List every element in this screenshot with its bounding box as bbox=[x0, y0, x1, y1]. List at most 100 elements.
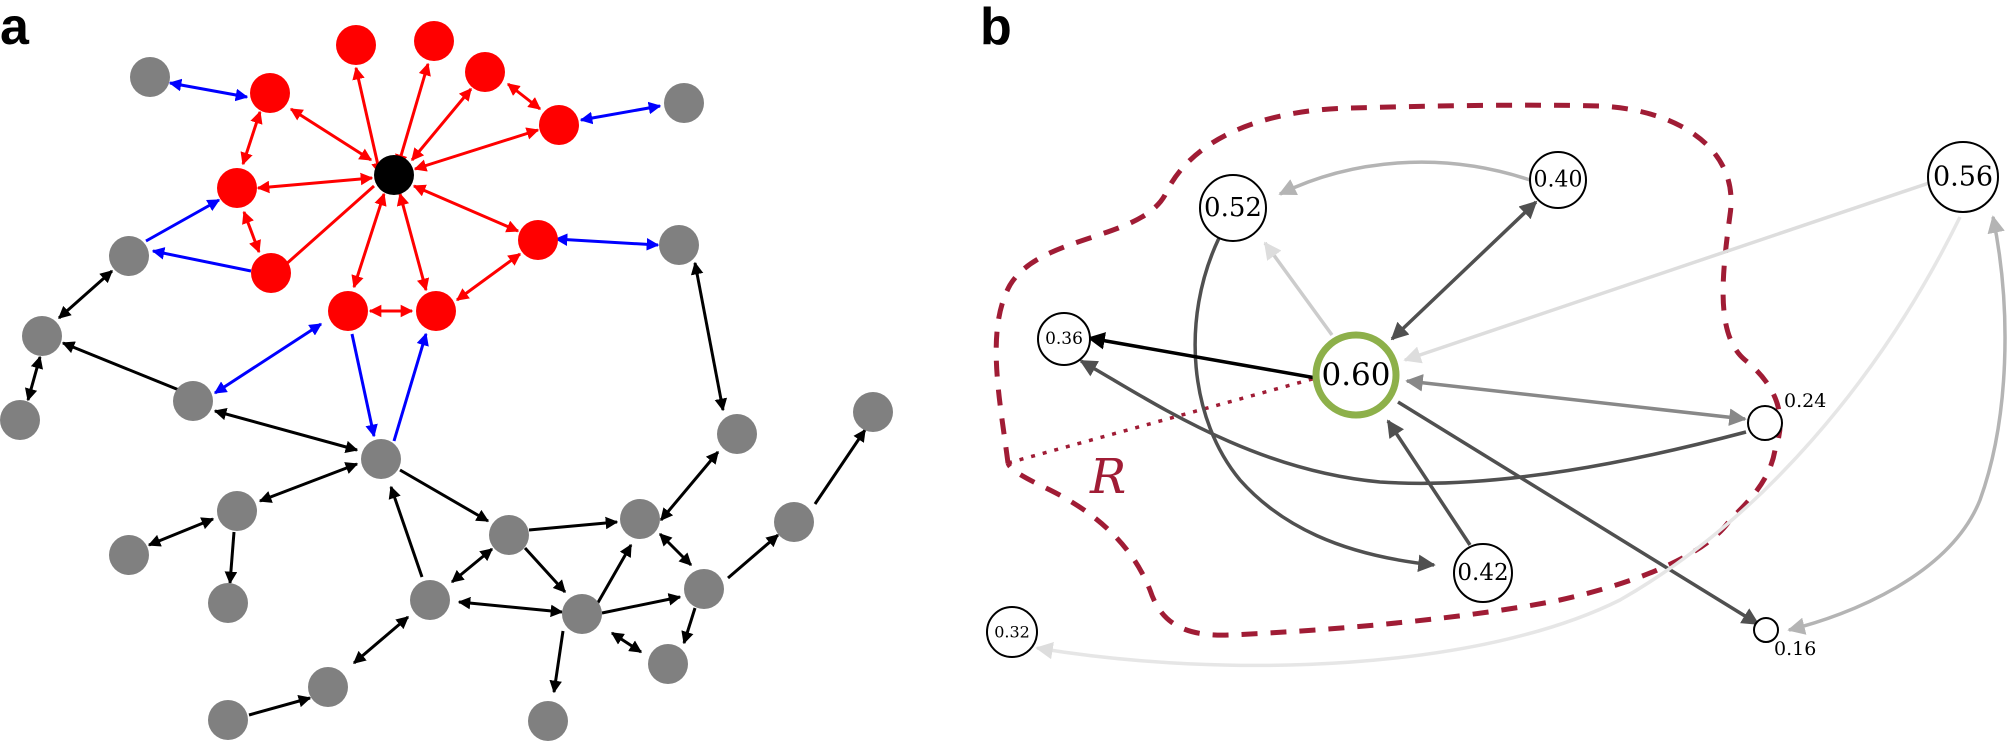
panel-a-label: a bbox=[0, 0, 30, 56]
panel-b-diagram: R 0.60 0.52 0.40 0.56 0.36 0.24 0.42 0.1… bbox=[986, 102, 2007, 668]
region-boundary bbox=[993, 102, 1783, 638]
edge-red bbox=[396, 192, 430, 292]
edge-black bbox=[24, 355, 44, 402]
edge-black bbox=[610, 631, 643, 654]
other-node bbox=[217, 491, 257, 531]
other-node bbox=[562, 594, 602, 634]
node-0.16 bbox=[1753, 617, 1779, 643]
neighbor-node bbox=[336, 25, 376, 65]
edge-blue bbox=[579, 101, 662, 125]
neighbor-node bbox=[539, 105, 579, 145]
edge-black bbox=[58, 269, 113, 320]
node-0.40 bbox=[1529, 151, 1587, 209]
edge-black bbox=[727, 533, 779, 580]
other-node bbox=[109, 236, 149, 276]
edge-blue bbox=[168, 78, 249, 102]
center-node bbox=[374, 155, 414, 195]
edge-red bbox=[283, 184, 375, 268]
node-label: 0.16 bbox=[1774, 638, 1816, 660]
neighbor-node bbox=[251, 253, 291, 293]
edge-blue bbox=[151, 247, 252, 273]
other-node bbox=[109, 535, 149, 575]
radius-line bbox=[1007, 376, 1317, 465]
edge-black bbox=[388, 485, 424, 578]
edge-0.60-to-0.16 bbox=[1397, 400, 1760, 626]
node-label: 0.40 bbox=[1534, 168, 1583, 193]
other-node bbox=[659, 225, 699, 265]
edge-red bbox=[256, 172, 374, 194]
edge-red bbox=[351, 192, 387, 289]
panel-b-label: b bbox=[980, 0, 1012, 56]
edge-black bbox=[258, 462, 359, 503]
neighbor-node bbox=[217, 168, 257, 208]
edge-blue bbox=[554, 233, 660, 251]
node-0.42 bbox=[1453, 543, 1513, 603]
edge-black bbox=[594, 543, 633, 607]
edge-0.56-to-0.60 bbox=[1403, 180, 1933, 364]
edge-red bbox=[395, 62, 431, 168]
edge-red bbox=[242, 210, 261, 254]
edge-0.60-0.40 bbox=[1390, 200, 1538, 341]
panel-a-edges bbox=[24, 62, 867, 717]
other-node bbox=[664, 83, 704, 123]
node-label: 0.52 bbox=[1204, 193, 1262, 223]
edge-0.56-to-0.16 bbox=[1787, 215, 2007, 635]
other-node bbox=[208, 700, 248, 740]
center-node-label: 0.60 bbox=[1321, 357, 1390, 393]
node-0.24 bbox=[1747, 405, 1783, 441]
region-label: R bbox=[1089, 449, 1126, 505]
neighbor-node bbox=[518, 220, 558, 260]
edge-red bbox=[455, 252, 522, 302]
node-0.52 bbox=[1199, 174, 1267, 242]
panel-a-nodes bbox=[0, 21, 893, 741]
edge-black bbox=[457, 596, 564, 618]
edge-black bbox=[399, 468, 490, 523]
edge-black bbox=[813, 428, 867, 505]
node-label: 0.24 bbox=[1784, 390, 1826, 412]
edge-red bbox=[413, 127, 540, 172]
edge-red bbox=[412, 184, 520, 233]
other-node bbox=[410, 580, 450, 620]
edge-0.24-to-0.60 bbox=[1405, 374, 1747, 426]
edge-black bbox=[528, 516, 619, 532]
node-0.36 bbox=[1037, 312, 1091, 366]
other-node bbox=[308, 667, 348, 707]
neighbor-node bbox=[416, 291, 456, 331]
neighbor-node bbox=[328, 291, 368, 331]
edge-black bbox=[248, 694, 312, 717]
edge-black bbox=[601, 593, 682, 615]
edge-black bbox=[224, 531, 238, 585]
other-node bbox=[717, 414, 757, 454]
edge-red bbox=[289, 107, 373, 162]
edge-black bbox=[658, 532, 693, 567]
other-node bbox=[648, 644, 688, 684]
other-node bbox=[130, 57, 170, 97]
other-node bbox=[489, 515, 529, 555]
edge-black bbox=[690, 261, 728, 412]
center-node-ring bbox=[1312, 331, 1400, 419]
other-node bbox=[774, 502, 814, 542]
edge-black bbox=[147, 517, 215, 547]
edge-red bbox=[240, 110, 263, 166]
edge-black bbox=[353, 615, 409, 665]
other-node bbox=[528, 701, 568, 741]
edge-0.42-to-0.60 bbox=[1386, 419, 1472, 546]
neighbor-node bbox=[250, 73, 290, 113]
edge-0.24-to-0.36 bbox=[1079, 359, 1747, 486]
edge-black bbox=[61, 341, 180, 392]
other-node bbox=[853, 392, 893, 432]
edge-0.52-to-0.42 bbox=[1193, 237, 1436, 573]
edge-0.60-to-0.36 bbox=[1087, 332, 1317, 380]
edge-red bbox=[507, 82, 541, 111]
edge-black bbox=[549, 630, 565, 694]
edge-black bbox=[659, 451, 720, 521]
neighbor-node bbox=[465, 52, 505, 92]
panel-a-network bbox=[0, 21, 893, 741]
other-node bbox=[0, 400, 40, 440]
edge-0.56-to-0.32 bbox=[1035, 216, 1962, 668]
edge-red bbox=[410, 88, 473, 161]
edge-black bbox=[451, 547, 493, 584]
edge-0.40-to-0.52 bbox=[1278, 160, 1531, 196]
other-node bbox=[208, 583, 248, 623]
